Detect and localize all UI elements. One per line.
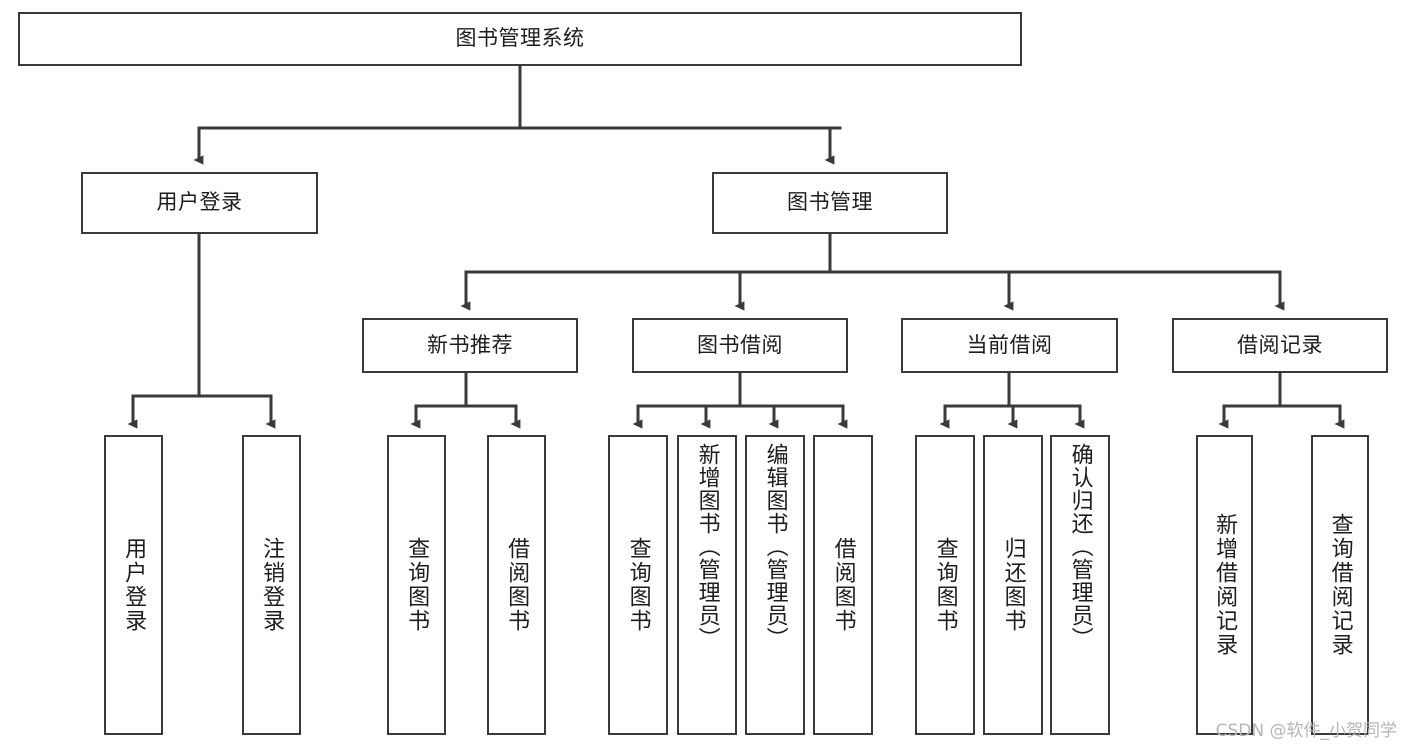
node-label: 借阅图书: [830, 537, 856, 633]
leaf-logout[interactable]: 注销登录: [242, 435, 301, 735]
node-label: 归还图书: [1000, 537, 1026, 633]
node-label: 新增图书（管理员）: [694, 443, 720, 650]
node-label: 注销登录: [259, 537, 285, 633]
node-label: 新书推荐: [427, 332, 513, 357]
leaf-query-borrow-record[interactable]: 查询借阅记录: [1311, 435, 1369, 735]
node-book-borrowing[interactable]: 图书借阅: [632, 318, 848, 373]
node-book-management[interactable]: 图书管理: [712, 172, 948, 234]
leaf-confirm-return-admin[interactable]: 确认归还（管理员）: [1050, 435, 1110, 735]
node-label: 图书借阅: [697, 332, 783, 357]
node-label: 用户登录: [156, 190, 243, 215]
node-label: 确认归还（管理员）: [1067, 443, 1093, 650]
node-label: 用户登录: [121, 537, 147, 633]
node-label: 查询图书: [932, 537, 958, 633]
node-label: 查询图书: [404, 537, 430, 633]
node-borrowing-record[interactable]: 借阅记录: [1172, 318, 1388, 373]
node-user-login[interactable]: 用户登录: [81, 172, 318, 234]
node-label: 图书管理系统: [455, 26, 585, 51]
node-new-book-recommendation[interactable]: 新书推荐: [362, 318, 578, 373]
node-label: 借阅记录: [1237, 332, 1323, 357]
leaf-query-book-borrowing[interactable]: 查询图书: [608, 435, 668, 735]
leaf-query-book-recommendation[interactable]: 查询图书: [387, 435, 446, 735]
node-label: 编辑图书（管理员）: [762, 443, 788, 650]
node-label: 当前借阅: [966, 332, 1053, 357]
leaf-borrow-book-recommendation[interactable]: 借阅图书: [487, 435, 546, 735]
node-label: 图书管理: [787, 190, 873, 215]
csdn-watermark: CSDN @软件_小贺同学: [1215, 721, 1397, 741]
leaf-query-book-current[interactable]: 查询图书: [915, 435, 975, 735]
node-root-book-management-system[interactable]: 图书管理系统: [18, 12, 1022, 66]
leaf-return-book[interactable]: 归还图书: [983, 435, 1043, 735]
node-current-borrowing[interactable]: 当前借阅: [901, 318, 1118, 373]
node-label: 查询借阅记录: [1327, 513, 1353, 657]
node-label: 查询图书: [625, 537, 651, 633]
leaf-user-login[interactable]: 用户登录: [104, 435, 163, 735]
node-label: 借阅图书: [504, 537, 530, 633]
leaf-add-borrow-record[interactable]: 新增借阅记录: [1196, 435, 1253, 735]
node-label: 新增借阅记录: [1212, 513, 1238, 657]
leaf-edit-book-admin[interactable]: 编辑图书（管理员）: [745, 435, 805, 735]
leaf-add-book-admin[interactable]: 新增图书（管理员）: [677, 435, 737, 735]
leaf-borrow-book-borrowing[interactable]: 借阅图书: [813, 435, 873, 735]
